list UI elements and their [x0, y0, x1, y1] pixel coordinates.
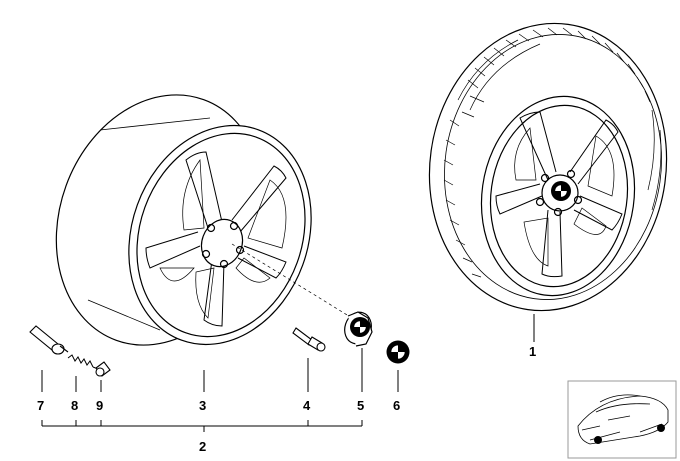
hub-cap-roundel-icon: [349, 316, 371, 338]
emblem[interactable]: [386, 340, 410, 364]
callout-7: 7: [37, 398, 44, 413]
callout-9: 9: [96, 398, 103, 413]
callout-6: 6: [393, 398, 400, 413]
callout-1: 1: [529, 344, 536, 359]
valve-cap[interactable]: [95, 361, 111, 377]
tire-valve[interactable]: [29, 325, 69, 355]
complete-wheel-assembly[interactable]: [411, 8, 680, 326]
callout-5: 5: [357, 398, 364, 413]
light-alloy-rim[interactable]: [22, 66, 353, 375]
car-thumbnail-icon[interactable]: [567, 380, 677, 459]
wheel-bolt[interactable]: [292, 327, 326, 352]
callout-4: 4: [303, 398, 311, 413]
callout-8: 8: [71, 398, 78, 413]
callout-3: 3: [199, 398, 206, 413]
center-cap-roundel-icon: [550, 180, 572, 202]
valve-insert[interactable]: [67, 354, 99, 370]
callout-2: 2: [199, 439, 206, 454]
leader-lines: [41, 314, 535, 432]
